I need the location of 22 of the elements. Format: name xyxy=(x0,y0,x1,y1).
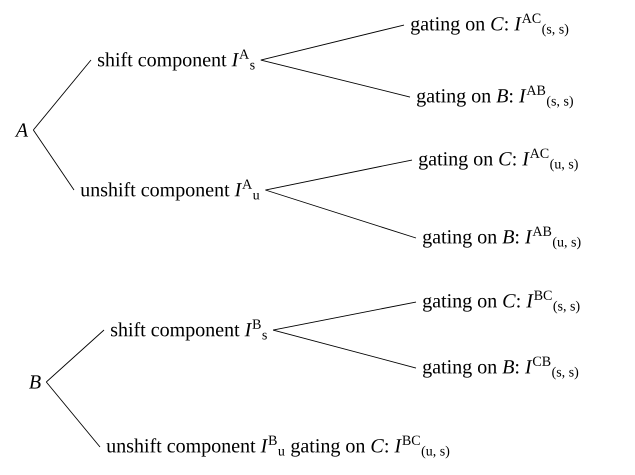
branch-label: gating on C: I$^{BC}$(s, s) xyxy=(423,290,580,314)
branch-label: unshift component I$^{A}$u xyxy=(80,179,260,200)
branch-line xyxy=(272,302,416,330)
branch-label: gating on C: I$^{AC}$(u, s) xyxy=(419,148,578,172)
branch-line xyxy=(260,24,404,60)
branch-line xyxy=(32,60,92,130)
branch-label: gating on B: I$^{AB}$(s, s) xyxy=(417,86,573,108)
branch-line xyxy=(32,130,74,190)
root-label: A xyxy=(14,123,28,137)
branch-line xyxy=(264,190,416,238)
branch-label: shift component I$^{B}$s xyxy=(111,320,267,340)
root-label: B xyxy=(29,375,41,389)
branch-line xyxy=(46,330,104,382)
branch-label: gating on C: I$^{AC}$(s, s) xyxy=(411,14,568,36)
branch-label: gating on B: I$^{CB}$(s, s) xyxy=(423,356,578,380)
branch-line xyxy=(46,382,100,448)
branch-label: unshift component I$^{B}$$_{u}$ gating on C: I$^{BC}$(u, s) xyxy=(106,436,450,458)
branch-line xyxy=(260,60,410,98)
branch-line xyxy=(264,160,412,190)
branch-label: gating on B: I$^{AB}$(u, s) xyxy=(423,226,580,250)
branch-label: shift component I$^{A}$s xyxy=(98,49,255,70)
branch-line xyxy=(272,330,416,368)
